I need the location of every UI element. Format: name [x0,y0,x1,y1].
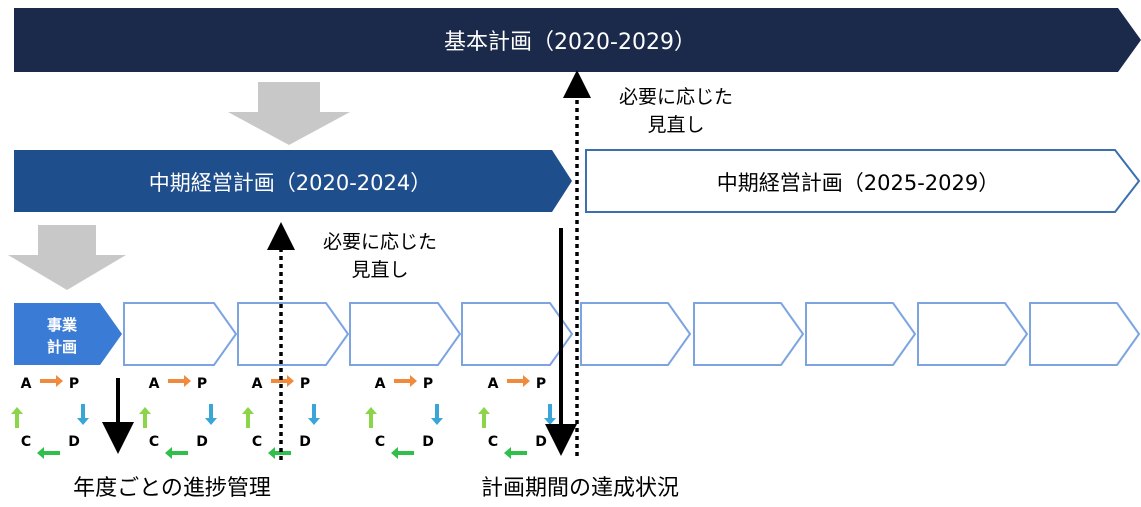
pdca-letter-a: A [375,376,386,392]
pdca-letter-a: A [21,376,32,392]
pdca-letter-c: C [252,434,262,450]
cycle-arrow-icon [391,447,414,459]
cycle-arrow-icon [37,447,60,459]
basic-plan-label: 基本計画（2020-2029） [444,30,696,55]
cycle-arrow-icon [478,407,490,428]
year-chevron [1029,302,1141,366]
business-plan-label-2: 計画 [47,338,77,356]
cycle-arrow-icon [507,375,530,387]
cycle-arrow-icon [77,404,89,425]
mid-plan-2-banner [585,149,1141,213]
cycle-arrow-icon [271,375,294,387]
mid-plan-2-label: 中期経営計画（2025-2029） [717,171,999,195]
year-chevron [349,302,462,366]
cycle-arrow-icon [11,407,23,428]
pdca-cycle: A P C D [242,375,320,459]
pdca-letter-p: P [69,376,79,392]
review-note-2-line1: 必要に応じた [619,86,733,108]
business-plan-label-1: 事業 [47,316,78,334]
year-chevrons [123,302,1141,366]
pdca-letter-d: D [196,434,208,450]
pdca-letter-c: C [488,434,498,450]
year-chevron [123,302,238,366]
cycle-arrow-icon [504,447,527,459]
pdca-letter-a: A [252,376,263,392]
down-arrow-icon [228,82,350,145]
review-note-1-line1: 必要に応じた [323,231,437,253]
down-arrow-icon [8,225,126,290]
year-chevron [917,302,1029,366]
pdca-letter-p: P [536,376,546,392]
pdca-letter-c: C [375,434,385,450]
review-note-1-line2: 見直し [351,259,408,281]
pdca-letter-c: C [21,434,31,450]
pdca-letter-a: A [149,376,160,392]
pdca-letter-d: D [299,434,311,450]
cycle-arrow-icon [139,407,151,428]
caption-annual: 年度ごとの進捗管理 [73,476,271,501]
pdca-cycles: A P C D A P C D A P C D A P C D A P C D [11,375,556,459]
pdca-cycle: A P C D [11,375,89,459]
caption-period: 計画期間の達成状況 [481,476,679,501]
pdca-letter-p: P [197,376,207,392]
year-chevron [805,302,917,366]
cycle-arrow-icon [308,404,320,425]
pdca-letter-d: D [535,434,547,450]
pdca-cycle: A P C D [139,375,217,459]
cycle-arrow-icon [431,404,443,425]
year-chevron [237,302,350,366]
pdca-letter-c: C [149,434,159,450]
cycle-arrow-icon [205,404,217,425]
cycle-arrow-icon [544,404,556,425]
year-chevron [693,302,805,366]
review-note-2-line2: 見直し [647,114,704,136]
pdca-cycle: A P C D [478,375,556,459]
mid-plan-1-label: 中期経営計画（2020-2024） [149,171,431,195]
pdca-letter-p: P [423,376,433,392]
cycle-arrow-icon [168,375,191,387]
pdca-letter-d: D [422,434,434,450]
cycle-arrow-icon [365,407,377,428]
cycle-arrow-icon [394,375,417,387]
cycle-arrow-icon [165,447,188,459]
year-chevron [461,302,574,366]
mid-plan-1-banner [14,150,572,212]
business-plan-chevron [14,303,122,365]
cycle-arrow-icon [242,407,254,428]
pdca-letter-d: D [68,434,80,450]
pdca-letter-p: P [300,376,310,392]
year-chevron [580,302,692,366]
pdca-letter-a: A [488,376,499,392]
cycle-arrow-icon [40,375,63,387]
basic-plan-banner [14,8,1141,72]
cycle-arrow-icon [268,447,291,459]
pdca-cycle: A P C D [365,375,443,459]
